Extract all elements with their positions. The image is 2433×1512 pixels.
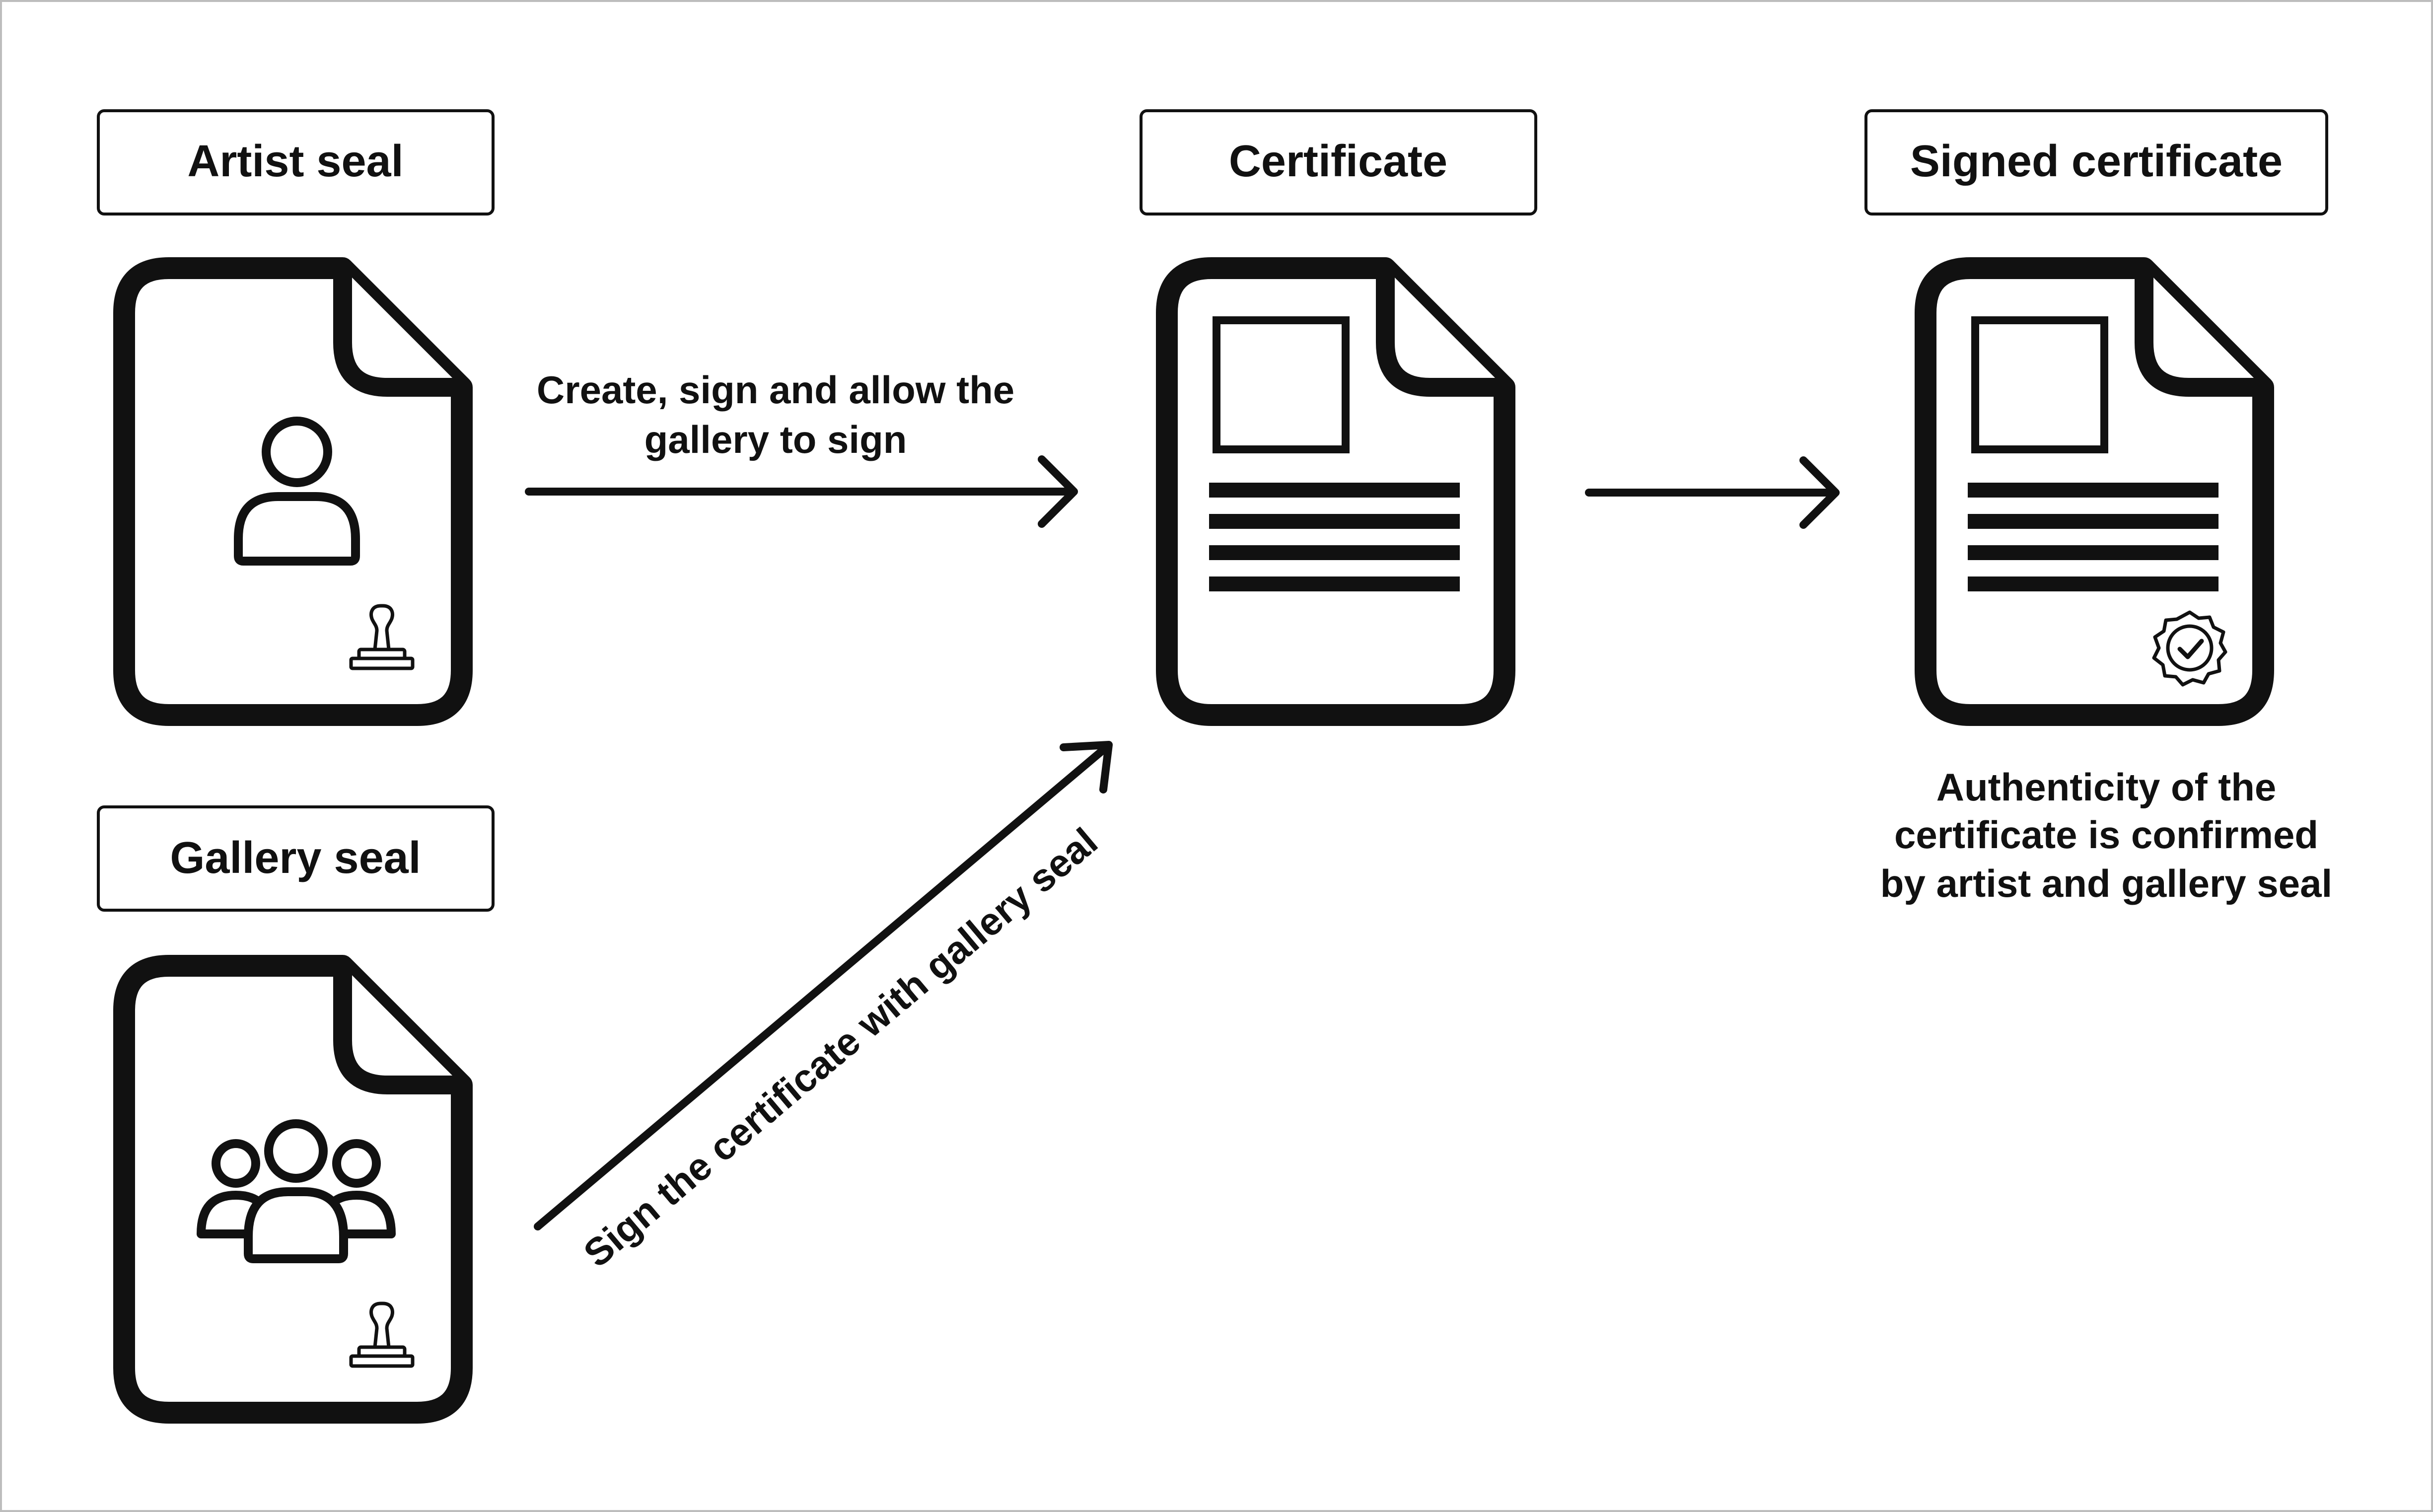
group-document-icon (124, 966, 462, 1413)
arrowhead (1038, 455, 1078, 528)
certificate-to-signed-edge (1585, 456, 1840, 529)
gallery-to-certificate-edge: Sign the certificate with gallery seal (534, 741, 1113, 1276)
artist-to-certificate-edge: Create, sign and allow the gallery to si… (525, 368, 1078, 528)
note-line1: Authenticity of the (1936, 765, 2277, 809)
certificate-document-icon (1167, 268, 1504, 715)
arrowhead (1799, 456, 1840, 529)
edge-label: Sign the certificate with gallery seal (575, 819, 1106, 1276)
gallery-seal-label-box (97, 805, 495, 912)
signed-certificate-label-box (1864, 109, 2328, 216)
gallery-seal-label: Gallery seal (170, 833, 421, 883)
edge-label-line1: Create, sign and allow the (537, 368, 1014, 412)
certificate-label: Certificate (1229, 137, 1447, 186)
edge-label-line2: gallery to sign (644, 418, 907, 461)
certificate-node: Certificate (1140, 109, 1537, 715)
artist-seal-label: Artist seal (187, 137, 403, 186)
signed-certificate-document-icon (1926, 268, 2263, 715)
person-document-icon (124, 268, 462, 715)
authenticity-note: Authenticity of the certificate is confi… (1880, 765, 2332, 905)
verified-badge-icon (2152, 610, 2227, 687)
arrow-line (534, 743, 1110, 1230)
artist-seal-label-box (97, 109, 495, 216)
artist-seal-node: Artist seal (97, 109, 495, 715)
signed-certificate-node: Signed certificate (1864, 109, 2328, 715)
note-line2: certificate is confirmed (1894, 813, 2318, 857)
gallery-seal-node: Gallery seal (97, 805, 495, 1413)
note-line3: by artist and gallery seal (1880, 862, 2332, 905)
arrowhead (1060, 741, 1113, 793)
certificate-label-box (1140, 109, 1537, 216)
signed-certificate-label: Signed certificate (1910, 137, 2283, 186)
